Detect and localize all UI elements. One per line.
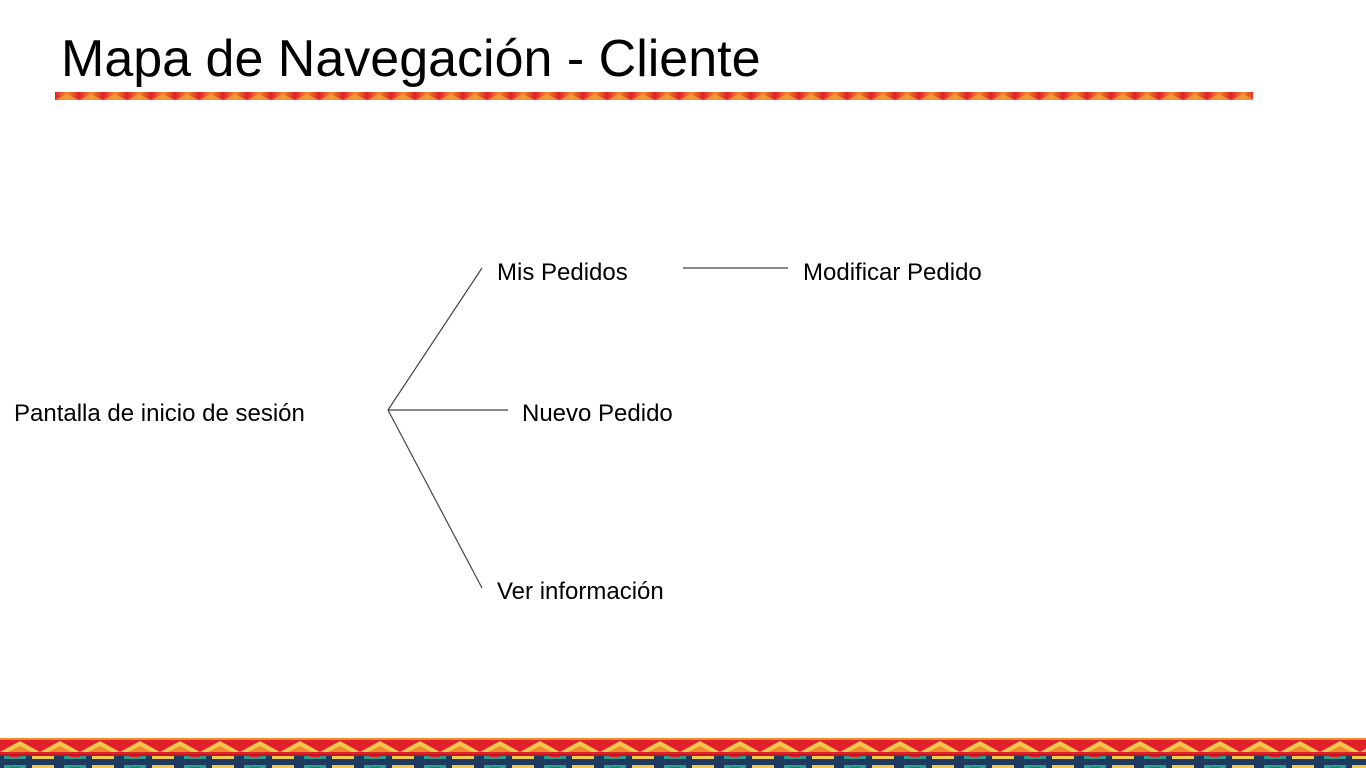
node-modificar-pedido: Modificar Pedido (803, 259, 982, 286)
edge-root-mis-pedidos (387, 267, 483, 411)
node-pantalla-inicio-sesion: Pantalla de inicio de sesión (14, 400, 305, 427)
slide-title: Mapa de Navegación - Cliente (61, 30, 761, 88)
footer-decorative-band (0, 738, 1366, 768)
title-decorative-rule (55, 92, 1253, 100)
node-ver-informacion: Ver información (497, 578, 664, 605)
node-nuevo-pedido: Nuevo Pedido (522, 400, 673, 427)
node-mis-pedidos: Mis Pedidos (497, 259, 628, 286)
edge-root-ver-informacion (387, 409, 483, 589)
